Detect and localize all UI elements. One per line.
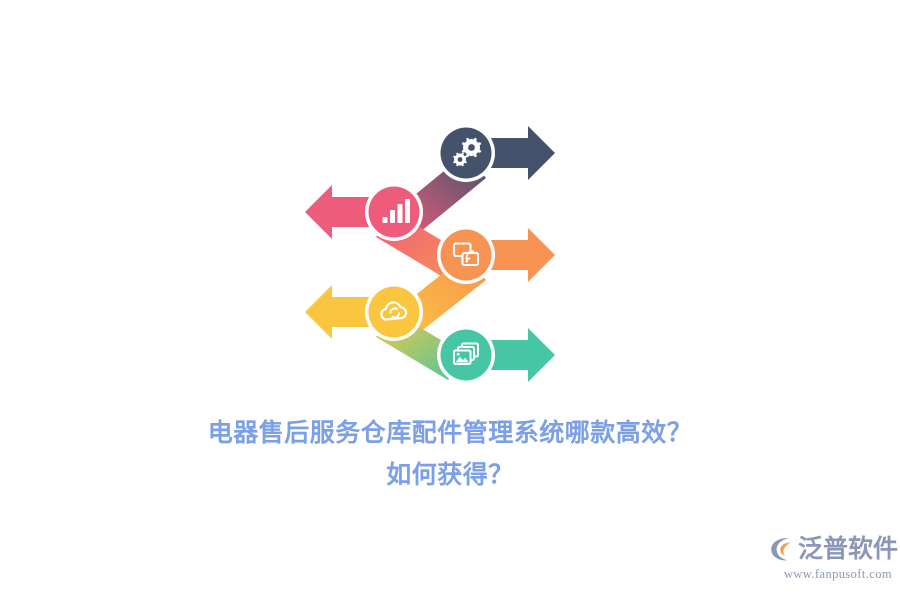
page-title-line-2: 如何获得？ bbox=[386, 460, 514, 489]
fanpu-logo-mark-icon bbox=[768, 535, 796, 563]
brand-url: www.fanpusoft.com bbox=[783, 567, 892, 581]
zigzag-arrow-infographic bbox=[290, 100, 590, 400]
brand-logo[interactable]: 泛普软件 www.fanpusoft.com bbox=[768, 532, 898, 584]
brand-name: 泛普软件 bbox=[798, 534, 899, 563]
node-gears[interactable] bbox=[437, 124, 555, 182]
bar-chart-icon bbox=[382, 199, 410, 223]
node-screen-cast[interactable] bbox=[437, 226, 555, 284]
gears-icon bbox=[453, 137, 482, 167]
node-disc-yellow bbox=[368, 286, 420, 338]
node-cloud-sync[interactable] bbox=[305, 283, 423, 341]
brand-logo-row: 泛普软件 bbox=[768, 532, 898, 566]
page-title: 电器售后服务仓库配件管理系统哪款高效？ 如何获得？ bbox=[0, 412, 900, 496]
screen-cast-icon bbox=[452, 242, 480, 267]
cloud-sync-icon bbox=[380, 301, 408, 321]
photos-icon bbox=[453, 342, 479, 365]
page-title-line-1: 电器售后服务仓库配件管理系统哪款高效？ bbox=[207, 418, 693, 447]
node-bar-chart[interactable] bbox=[305, 183, 423, 241]
node-photos[interactable] bbox=[437, 326, 555, 384]
